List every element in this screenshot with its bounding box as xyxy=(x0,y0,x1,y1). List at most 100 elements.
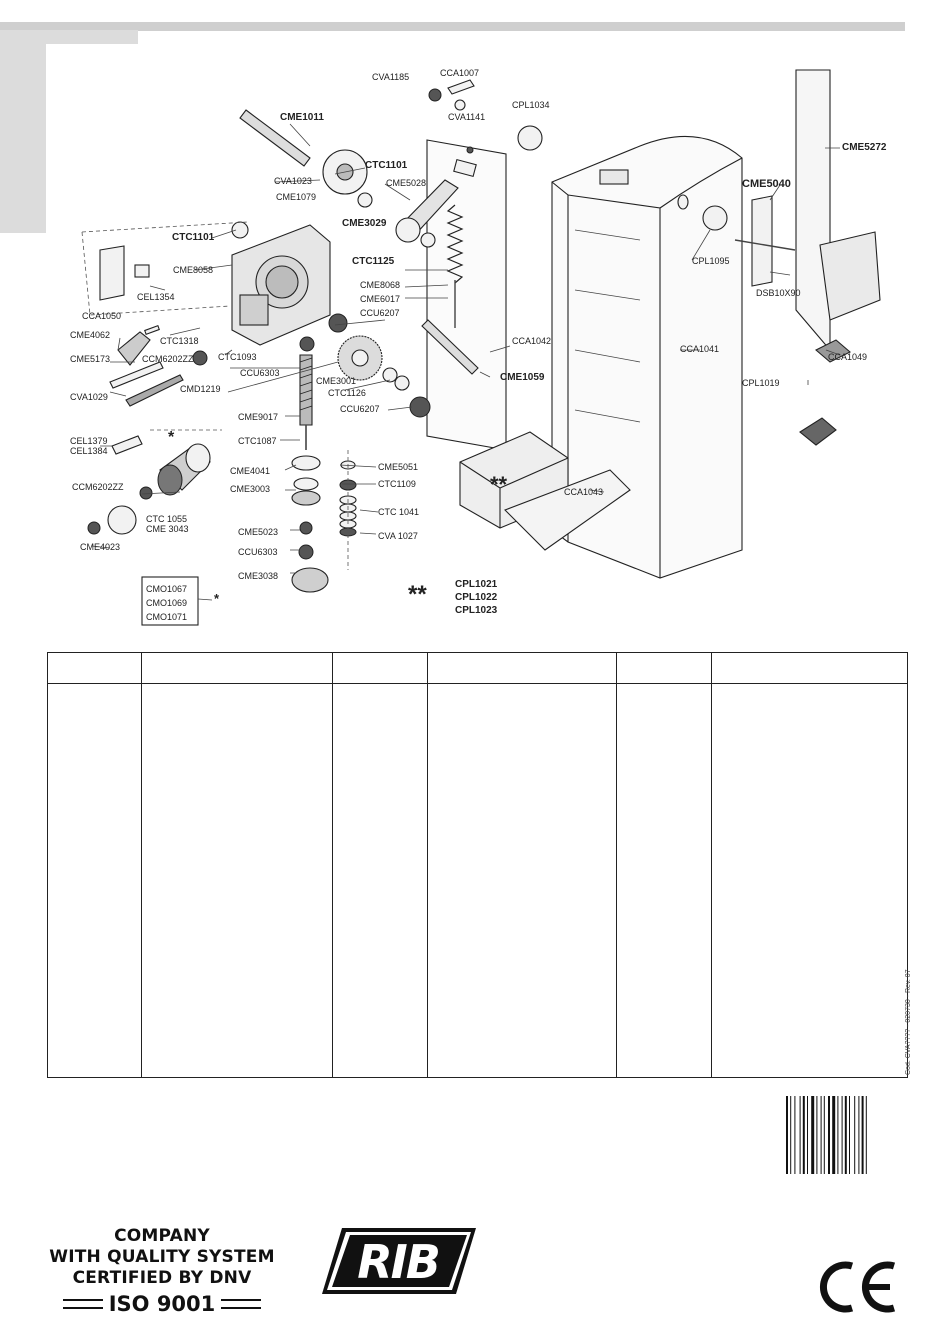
barcode-bar xyxy=(807,1096,808,1174)
rib-logo: RIB xyxy=(322,1228,476,1294)
label-cca1050: CCA1050 xyxy=(82,311,121,321)
cert-line-3: CERTIFIED BY DNV xyxy=(72,1268,252,1288)
lever xyxy=(395,158,477,248)
table-row xyxy=(47,683,908,1078)
barcode-bar xyxy=(816,1096,818,1174)
quality-certification: COMPANY WITH QUALITY SYSTEM CERTIFIED BY… xyxy=(46,1226,278,1316)
iso-label: ISO 9001 xyxy=(108,1292,216,1316)
table-cell xyxy=(332,683,428,1078)
label-cme5028: CME5028 xyxy=(386,178,426,188)
label-ccm6202zz: CCM6202ZZ xyxy=(142,354,194,364)
table-cell xyxy=(141,683,333,1078)
label-cme6017: CME6017 xyxy=(360,294,400,304)
label-cca1007: CCA1007 xyxy=(440,68,479,78)
label-cca1043: CCA1043 xyxy=(564,487,603,497)
barcode-bar xyxy=(858,1096,860,1174)
label-cva1029: CVA1029 xyxy=(70,392,108,402)
label-cme5040: CME5040 xyxy=(742,178,791,190)
rib-logo-text: RIB xyxy=(357,1235,439,1289)
label-cpl1019: CPL1019 xyxy=(742,378,780,388)
single-star: * xyxy=(168,429,175,446)
label-ccu6303a: CCU6303 xyxy=(240,368,280,378)
label-cpl1034: CPL1034 xyxy=(512,100,550,110)
label-cmo1067: CMO1067 xyxy=(146,584,187,594)
exploded-parts-diagram: CVA1185 CCA1007 CVA1141 CPL1034 CME1011 … xyxy=(70,68,887,626)
header-bar xyxy=(0,22,905,31)
label-cpl1022: CPL1022 xyxy=(455,592,498,603)
table-header-cell xyxy=(616,652,712,684)
label-cva1027: CVA 1027 xyxy=(378,531,418,541)
label-cme5023: CME5023 xyxy=(238,527,278,537)
label-cca1049: CCA1049 xyxy=(828,352,867,362)
cover-box xyxy=(459,431,631,551)
table-cell xyxy=(711,683,908,1078)
label-cme3029: CME3029 xyxy=(342,218,387,229)
label-cpl1023: CPL1023 xyxy=(455,605,498,616)
gearbox xyxy=(231,224,331,346)
inset-star: * xyxy=(214,591,220,606)
table-header-cell xyxy=(332,652,428,684)
label-cme5051: CME5051 xyxy=(378,462,418,472)
table-header-cell xyxy=(427,652,617,684)
label-cel1354: CEL1354 xyxy=(137,292,175,302)
label-cme8058: CME8058 xyxy=(173,265,213,275)
barcode-bar xyxy=(794,1096,796,1174)
label-cpl1021: CPL1021 xyxy=(455,579,498,590)
iso-line: ISO 9001 xyxy=(46,1292,278,1316)
label-ctc1093: CTC1093 xyxy=(218,352,257,362)
barcode-bar xyxy=(802,1096,805,1174)
inset-box xyxy=(141,576,199,626)
barcode-bar xyxy=(820,1096,822,1174)
label-ctc1109: CTC1109 xyxy=(378,479,416,489)
label-ctc1101a: CTC1101 xyxy=(365,160,408,171)
document-code: Cod. CVA???? - 020730 - Rev. 07 xyxy=(905,969,912,1075)
label-ctc1101b: CTC1101 xyxy=(172,232,215,243)
label-cme3038: CME3038 xyxy=(238,571,278,581)
label-cme3043: CME 3043 xyxy=(146,524,189,534)
label-dsb10x90: DSB10X90 xyxy=(756,288,801,298)
label-cmo1071: CMO1071 xyxy=(146,612,187,622)
iso-bars-right xyxy=(221,1299,262,1309)
double-star-box: ** xyxy=(490,472,508,497)
label-cme1059: CME1059 xyxy=(500,372,545,383)
motor xyxy=(87,429,222,535)
crank xyxy=(109,325,208,407)
label-cme1079: CME1079 xyxy=(276,192,316,202)
barcode-bar xyxy=(849,1096,850,1174)
side-tab xyxy=(0,30,46,233)
spacer-stack xyxy=(339,450,357,570)
parts-table xyxy=(47,652,908,1078)
table-cell xyxy=(616,683,712,1078)
label-cme9017: CME9017 xyxy=(238,412,278,422)
label-cme5272: CME5272 xyxy=(842,142,887,153)
label-cel1384: CEL1384 xyxy=(70,446,108,456)
cabinet xyxy=(551,135,743,579)
barcode-bar xyxy=(837,1096,839,1174)
table-header-cell xyxy=(47,652,142,684)
label-cpl1095: CPL1095 xyxy=(692,256,730,266)
cert-line-2: WITH QUALITY SYSTEM xyxy=(49,1247,275,1267)
mount-bracket xyxy=(702,195,796,287)
label-ctc1087: CTC1087 xyxy=(238,436,277,446)
label-cme3003: CME3003 xyxy=(230,484,270,494)
table-cell xyxy=(47,683,142,1078)
label-cva1141: CVA1141 xyxy=(448,112,485,122)
barcode-bar xyxy=(841,1096,843,1174)
worm-column xyxy=(291,336,329,593)
gear xyxy=(328,313,431,418)
barcode xyxy=(786,1096,867,1174)
table-header-row xyxy=(47,652,908,684)
label-cme4062: CME4062 xyxy=(70,330,110,340)
bracket xyxy=(81,221,249,316)
table-cell xyxy=(427,683,617,1078)
side-tab-top xyxy=(46,30,138,44)
barcode-bar xyxy=(865,1096,867,1174)
table-header-cell xyxy=(141,652,333,684)
barcode-bar xyxy=(823,1096,825,1174)
label-ccm6202zz2: CCM6202ZZ xyxy=(72,482,124,492)
barcode-bar xyxy=(844,1096,847,1174)
barcode-bar xyxy=(811,1096,815,1174)
label-cme3001: CME3001 xyxy=(316,376,356,386)
label-cca1041: CCA1041 xyxy=(680,344,719,354)
label-ctc1126: CTC1126 xyxy=(328,388,366,398)
